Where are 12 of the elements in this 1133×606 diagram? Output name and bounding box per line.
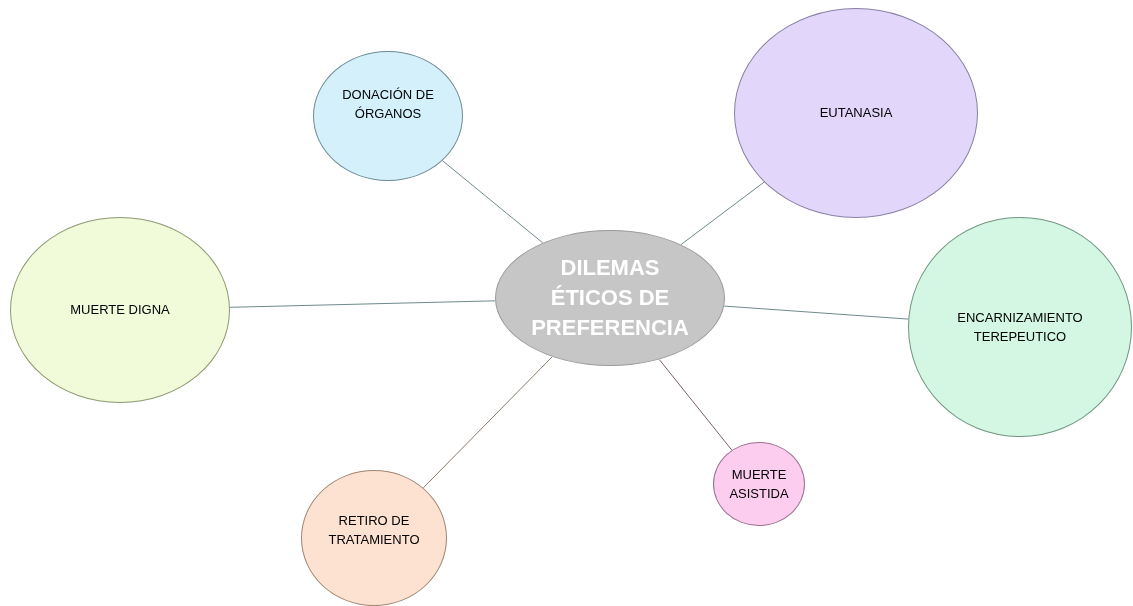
topic-label: DILEMAS ÉTICOS DE PREFERENCIA <box>530 254 690 342</box>
connector-line <box>442 160 544 244</box>
connector-line <box>229 300 496 308</box>
topic-label: DONACIÓN DE ÓRGANOS <box>341 85 435 123</box>
topic-label: MUERTE ASISTIDA <box>728 465 790 503</box>
topic-label: MUERTE DIGNA <box>69 301 171 320</box>
connector-line <box>422 356 553 489</box>
topic-label: RETIRO DE TRATAMIENTO <box>327 511 421 549</box>
connector-line <box>723 305 909 320</box>
connector-line <box>658 358 733 451</box>
topic-label: ENCARNIZAMIENTO TEREPEUTICO <box>956 308 1084 346</box>
topic-label: EUTANASIA <box>818 104 894 123</box>
